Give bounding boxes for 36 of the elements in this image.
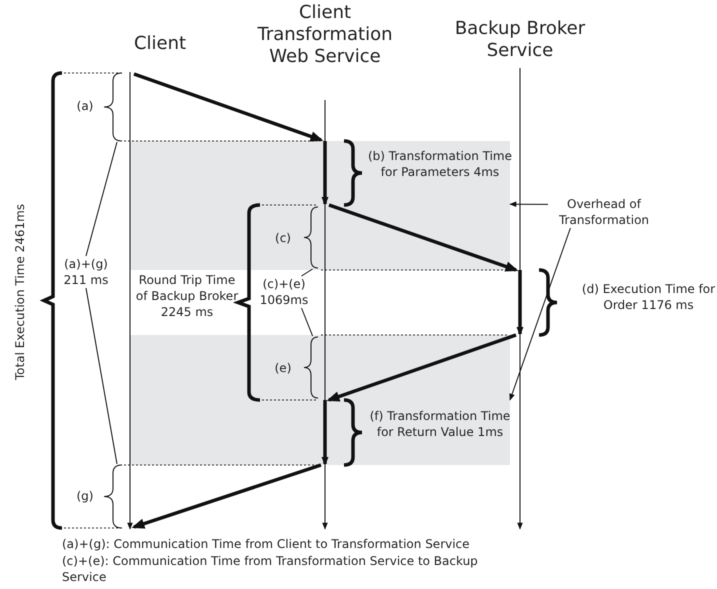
message-arrow <box>132 463 322 529</box>
time-label: (c) <box>274 230 292 246</box>
arrow <box>509 201 548 208</box>
lifeline-header: Backup Broker Service <box>454 18 586 62</box>
leader-line <box>301 268 314 276</box>
time-label: (b) Transformation Time for Parameters 4ms <box>366 148 513 180</box>
time-label: (d) Execution Time for Order 1176 ms <box>580 281 716 313</box>
total-time-label: Total Execution Time 2461ms <box>12 202 28 382</box>
curly-brace <box>103 464 123 529</box>
time-label: Round Trip Time of Backup Broker 2245 ms <box>134 272 240 320</box>
time-label: (f) Transformation Time for Return Value 1ms <box>368 408 512 440</box>
message-arrow <box>133 72 324 142</box>
time-label: (g) <box>76 488 94 504</box>
shaded-band <box>130 141 510 270</box>
annotation-label: Overhead of Transformation <box>548 196 660 228</box>
time-label: (e) <box>274 360 292 376</box>
footnote: (a)+(g): Communication Time from Client to Transformation Service <box>62 536 471 552</box>
lifeline-header: Client Transformation Web Service <box>256 2 394 68</box>
curly-brace <box>303 336 319 399</box>
lifeline-header: Client <box>132 33 188 55</box>
lifeline <box>126 72 134 530</box>
message-arrow <box>326 333 517 402</box>
curly-brace <box>303 206 319 269</box>
curly-brace <box>103 72 123 142</box>
time-label: (c)+(e) 1069ms <box>259 276 309 308</box>
shaded-band <box>130 335 510 465</box>
leader-line <box>86 288 118 464</box>
leader-line <box>86 142 118 256</box>
lifeline <box>516 68 524 530</box>
time-label: (a)+(g) 211 ms <box>58 256 114 288</box>
arrow <box>509 228 571 401</box>
lifeline <box>321 100 329 530</box>
leader-line <box>301 308 314 336</box>
message-arrow <box>328 203 518 272</box>
time-label: (a) <box>76 98 94 114</box>
footnote: (c)+(e): Communication Time from Transformation Service to Backup Service <box>62 553 479 585</box>
